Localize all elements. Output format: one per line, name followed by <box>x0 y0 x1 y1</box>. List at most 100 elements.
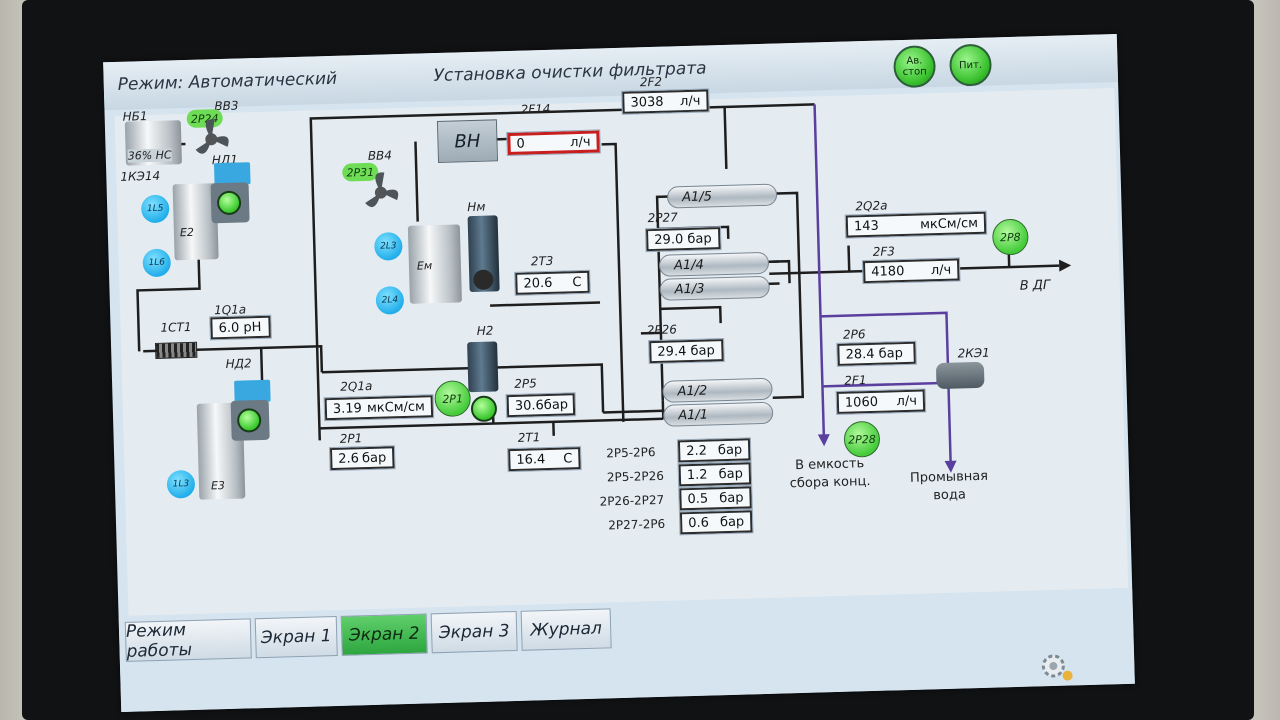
vacuum-pump-bh[interactable]: ВН <box>436 119 499 163</box>
f2-unit: л/ч <box>679 93 701 109</box>
ct1-label: 1СТ1 <box>160 319 192 335</box>
t3-value: 20.6 <box>523 275 553 292</box>
fan-bb4-icon <box>365 172 399 208</box>
q1a2-unit: мкСм/см <box>366 398 426 416</box>
f2-label: 2F2 <box>639 74 663 90</box>
tab-mode[interactable]: Режим работы <box>124 618 252 662</box>
diff-label-1: 2Р5-2Р6 <box>606 445 656 461</box>
p27-value: 29.0 бар <box>654 230 712 248</box>
tab-screen-1[interactable]: Экран 1 <box>254 615 338 659</box>
diff-label-2: 2Р5-2Р26 <box>606 468 665 485</box>
f14-label: 2F14 <box>520 101 551 117</box>
p27-readout[interactable]: 29.0 бар <box>644 226 722 253</box>
p26-readout[interactable]: 29.4 бар <box>648 337 725 365</box>
emergency-stop-label: Ав. стоп <box>902 55 927 78</box>
p1-unit: бар <box>361 450 387 466</box>
p6-readout[interactable]: 28.4 бар <box>836 340 917 367</box>
e3-label: Е3 <box>210 479 226 493</box>
f1-label: 2F1 <box>844 373 867 388</box>
diff-unit-4: бар <box>719 514 745 530</box>
valve-ke1[interactable] <box>935 361 985 390</box>
screen-title: Установка очистки фильтрата <box>433 58 707 87</box>
hm-label: Нм <box>467 199 486 215</box>
diff-readout-2[interactable]: 1.2 бар <box>677 461 753 488</box>
power-button[interactable]: Пит. <box>948 43 993 87</box>
f1-value: 1060 <box>844 394 879 411</box>
f14-value: 0 <box>516 136 526 152</box>
t1-value: 16.4 <box>516 451 546 468</box>
emergency-stop-button[interactable]: Ав. стоп <box>892 45 937 89</box>
t3-readout[interactable]: 20.6 С <box>514 269 591 296</box>
q1a-readout[interactable]: 6.0 pH <box>209 314 272 341</box>
q1a2-value: 3.19 <box>332 400 363 417</box>
filter-a15[interactable]: А1/5 <box>666 183 778 209</box>
tab-screen-3[interactable]: Экран 3 <box>430 610 518 654</box>
filter-a11[interactable]: А1/1 <box>662 401 774 427</box>
p1-value: 2.6 <box>338 450 360 467</box>
nb1-level: 36% НС <box>127 148 172 163</box>
diff-readout-4[interactable]: 0.6 бар <box>678 509 754 536</box>
filter-a12[interactable]: А1/2 <box>662 377 773 403</box>
q1a-label: 1Q1а <box>213 302 247 318</box>
p27-label: 2Р27 <box>647 210 679 226</box>
diff-value-4: 0.6 <box>688 515 710 531</box>
process-diagram: НБ1 36% НС ВВ3 2Р24 1КЭ14 НД1 Е2 1L5 1L6… <box>114 75 1129 616</box>
f2-readout[interactable]: 3038 л/ч <box>621 88 710 115</box>
nd2-label: НД2 <box>225 356 252 371</box>
q2a-label: 2Q2а <box>855 198 888 214</box>
q2a-unit: мкСм/см <box>919 215 979 233</box>
f2-value: 3038 <box>630 94 664 111</box>
tab-screen-2[interactable]: Экран 2 <box>340 613 428 656</box>
diff-unit-3: бар <box>719 490 744 506</box>
p5-unit: бар <box>543 396 569 413</box>
bb4-label: ВВ4 <box>367 148 393 163</box>
diff-label-3: 2Р26-2Р27 <box>599 492 665 509</box>
concentrate-line2: сбора конц. <box>789 474 871 492</box>
t1-label: 2Т1 <box>517 430 541 445</box>
e2-label: Е2 <box>179 225 195 240</box>
diff-value-1: 2.2 <box>685 443 708 459</box>
q1a2-label: 2Q1а <box>340 378 373 394</box>
q2a-value: 143 <box>853 218 880 234</box>
filter-a13[interactable]: А1/3 <box>659 275 770 301</box>
settings-gear-icon[interactable] <box>1035 647 1076 684</box>
footer-bar <box>120 641 1135 713</box>
tab-journal[interactable]: Журнал <box>520 608 612 651</box>
diff-readout-1[interactable]: 2.2 бар <box>676 437 752 464</box>
power-label: Пит. <box>958 59 983 71</box>
h2-label: Н2 <box>476 323 494 338</box>
f3-value: 4180 <box>871 263 905 280</box>
f3-unit: л/ч <box>930 262 952 278</box>
diff-value-3: 0.5 <box>687 491 709 507</box>
t3-unit: С <box>572 274 582 290</box>
diff-unit-1: бар <box>717 442 743 458</box>
fan-bv3-icon <box>195 119 229 154</box>
diff-unit-2: бар <box>718 466 744 482</box>
diff-label-4: 2Р27-2Р6 <box>608 516 666 533</box>
f14-readout[interactable]: 0 л/ч <box>506 129 601 157</box>
p6-label: 2Р6 <box>842 327 866 342</box>
hmi-screen: Режим: Автоматический Установка очистки … <box>103 33 1135 713</box>
f14-unit: л/ч <box>569 134 591 150</box>
q1a-value: 6.0 pH <box>218 319 262 336</box>
p5-value: 30.6 <box>514 397 545 414</box>
f3-label: 2F3 <box>872 244 896 259</box>
p6-value: 28.4 бар <box>845 345 904 363</box>
diff-readout-3[interactable]: 0.5 бар <box>678 485 753 512</box>
q2a-readout[interactable]: 143 мкСм/см <box>844 210 988 239</box>
f3-readout[interactable]: 4180 л/ч <box>861 257 961 285</box>
diff-value-2: 1.2 <box>686 467 708 483</box>
em-label: Ем <box>416 259 433 273</box>
t3-label: 2Т3 <box>530 253 554 269</box>
wash-line2: вода <box>933 487 967 504</box>
filter-a14[interactable]: А1/4 <box>658 251 770 277</box>
ke14-label: 1КЭ14 <box>120 168 161 184</box>
heater-ct1 <box>154 341 198 359</box>
